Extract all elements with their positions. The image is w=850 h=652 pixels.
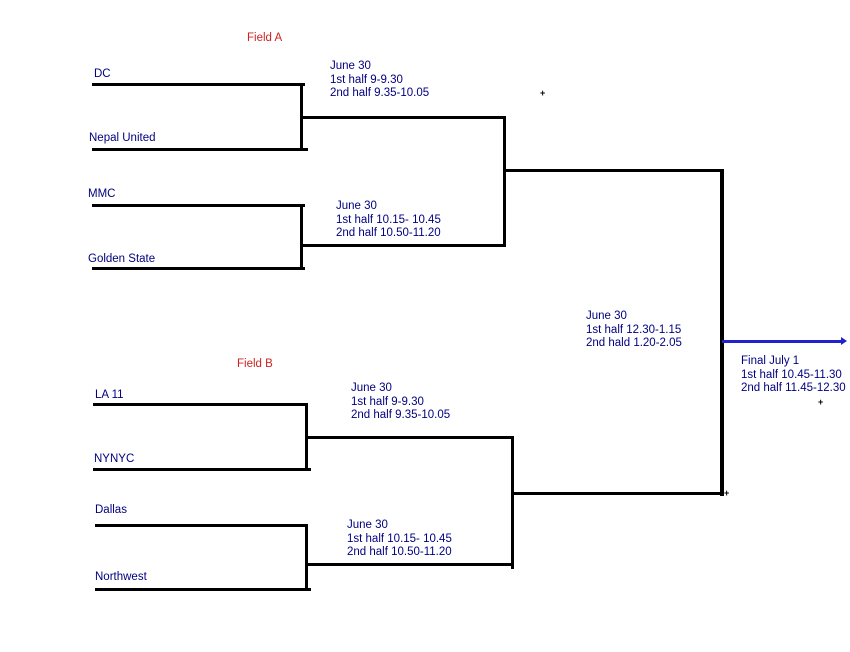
match-b1-half1: 1st half 9-9.30 [351, 395, 424, 408]
bracket-line-winner-a1 [302, 116, 506, 119]
team-name-northwest: Northwest [95, 571, 147, 583]
bracket-line-nynyc [93, 468, 311, 471]
bracket-line-mmc [92, 204, 305, 207]
semifinal-half1: 1st half 12.30-1.15 [586, 323, 682, 336]
bracket-connector-semifinal-b [511, 436, 514, 569]
final-schedule: Final July 1 1st half 10.45-11.30 2nd ha… [741, 355, 846, 396]
semifinal-schedule: June 30 1st half 12.30-1.15 2nd hald 1.2… [586, 310, 682, 351]
semifinal-half2: 2nd hald 1.20-2.05 [586, 337, 682, 350]
match-a2-schedule: June 30 1st half 10.15- 10.45 2nd half 1… [336, 200, 441, 241]
bracket-connector-semifinal-a [503, 116, 506, 247]
bracket-line-winner-a2 [302, 244, 506, 247]
final-line-arrow-icon [841, 337, 847, 345]
bracket-connector-final [720, 169, 724, 496]
field-a-label: Field A [247, 32, 283, 44]
bracket-connector-match-b1 [305, 403, 308, 471]
bracket-line-winner-semifinal-a [505, 169, 722, 172]
match-a1-schedule: June 30 1st half 9-9.30 2nd half 9.35-10… [330, 60, 429, 101]
match-a2-half1: 1st half 10.15- 10.45 [336, 213, 441, 226]
match-a2-half2: 2nd half 10.50-11.20 [336, 227, 441, 240]
match-b2-date: June 30 [347, 519, 388, 531]
match-a2-date: June 30 [336, 200, 377, 212]
stray-plus-mark: + [540, 88, 546, 98]
bracket-connector-match-a2 [300, 204, 303, 270]
team-name-mmc: MMC [88, 188, 116, 200]
bracket-line-winner-b2 [307, 563, 512, 566]
match-b1-schedule: June 30 1st half 9-9.30 2nd half 9.35-10… [351, 382, 450, 423]
match-b2-half2: 2nd half 10.50-11.20 [347, 546, 452, 559]
team-name-la-11: LA 11 [95, 389, 124, 401]
match-b2-schedule: June 30 1st half 10.15- 10.45 2nd half 1… [347, 519, 452, 560]
stray-plus-mark: + [818, 397, 824, 407]
bracket-line-dallas [95, 524, 308, 527]
team-name-golden-state: Golden State [88, 253, 156, 265]
final-winner-line [722, 340, 842, 343]
bracket-line-winner-semifinal-b [513, 492, 723, 495]
final-half1: 1st half 10.45-11.30 [741, 368, 842, 381]
match-a1-date: June 30 [330, 60, 371, 72]
bracket-line-la-11 [93, 403, 308, 406]
field-b-label: Field B [237, 358, 273, 370]
team-name-nynyc: NYNYC [94, 453, 135, 465]
stray-plus-mark: + [724, 488, 730, 498]
team-name-nepal-united: Nepal United [89, 132, 156, 144]
final-half2: 2nd half 11.45-12.30 [741, 382, 846, 395]
bracket-connector-match-b2 [305, 524, 308, 591]
match-b1-half2: 2nd half 9.35-10.05 [351, 409, 451, 422]
final-title: Final July 1 [741, 355, 800, 367]
bracket-line-winner-b1 [307, 436, 512, 439]
bracket-line-dc [92, 83, 305, 86]
team-name-dc: DC [94, 68, 111, 80]
bracket-connector-match-a1 [300, 83, 303, 151]
team-name-dallas: Dallas [95, 504, 127, 516]
bracket-line-northwest [95, 588, 311, 591]
bracket-line-golden-state [92, 267, 305, 270]
bracket-line-nepal-united [92, 148, 308, 151]
match-a1-half2: 2nd half 9.35-10.05 [330, 87, 430, 100]
match-b2-half1: 1st half 10.15- 10.45 [347, 532, 452, 545]
semifinal-date: June 30 [586, 310, 627, 322]
match-a1-half1: 1st half 9-9.30 [330, 73, 403, 86]
match-b1-date: June 30 [351, 382, 392, 394]
